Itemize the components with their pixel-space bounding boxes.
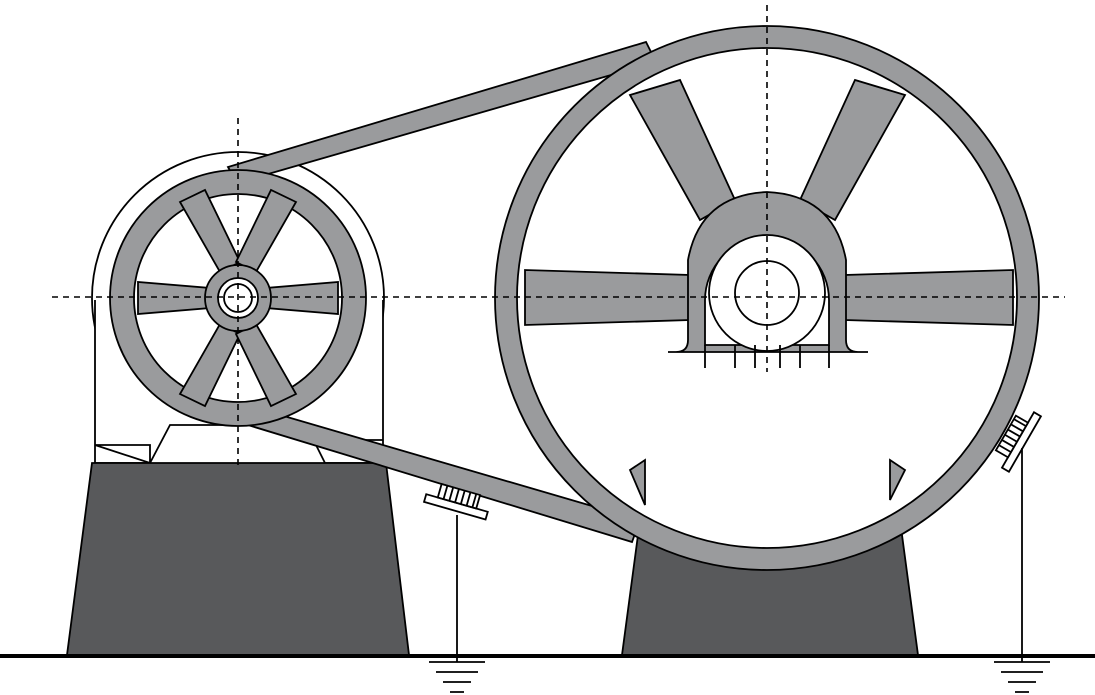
belt-idler-right: [994, 411, 1043, 655]
small-pulley-spokes: [137, 188, 339, 408]
large-pulley: [494, 25, 1040, 571]
large-pulley-spokes: [524, 78, 1014, 326]
ground-symbol-left: [429, 656, 485, 693]
center-lines: [52, 5, 1065, 465]
motor-pedestal: [65, 462, 411, 656]
ground-symbol-right: [994, 656, 1050, 693]
large-pulley-rim-lower: [628, 458, 907, 506]
belt-idler-left: [422, 482, 489, 655]
